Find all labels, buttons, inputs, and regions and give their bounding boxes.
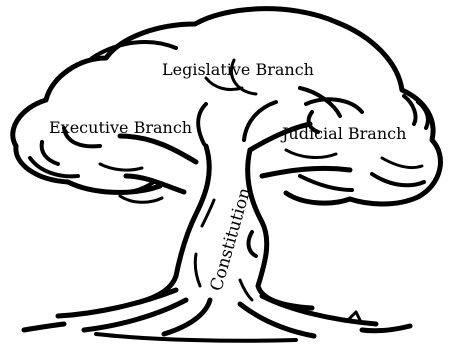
canopy-detail-5	[304, 97, 364, 114]
branch-left-inner	[196, 102, 208, 146]
branches	[114, 100, 354, 195]
canopy-detail-7	[402, 94, 418, 126]
canopy-detail-13	[380, 156, 424, 170]
canopy-detail-9	[62, 126, 102, 149]
canopy-detail-2	[230, 58, 258, 96]
canopy-detail-1	[90, 40, 178, 60]
trunk-texture-3	[238, 278, 254, 302]
trunk-texture-2	[193, 252, 202, 288]
branch-left-upper	[117, 133, 199, 165]
canopy-detail-14	[370, 172, 426, 188]
canopy-detail-12	[118, 194, 164, 204]
canopy-detail-10	[39, 140, 60, 166]
judicial-branch-label: Judicial Branch	[280, 124, 406, 143]
canopy-detail-15	[284, 148, 338, 159]
executive-branch-label: Executive Branch	[49, 118, 192, 137]
root-far-left	[21, 321, 67, 333]
ground-line	[94, 332, 298, 343]
branch-right-small	[298, 174, 354, 192]
canopy-detail-8	[416, 100, 430, 130]
root-left-low	[81, 297, 189, 333]
branch-right-upper	[247, 121, 313, 153]
branch-left-small	[114, 180, 156, 195]
canopy-detail-11	[28, 156, 80, 179]
branch-right-inner	[242, 100, 278, 142]
root-left-long	[55, 287, 179, 319]
root-right-low	[237, 301, 317, 339]
roots	[21, 287, 413, 343]
branch-right-mid	[259, 165, 353, 179]
canopy	[10, 6, 443, 207]
canopy-detail-3	[204, 76, 244, 92]
trunk-texture-1	[200, 198, 216, 228]
ground-tuft-right	[346, 310, 362, 322]
root-center	[161, 297, 213, 337]
trunk-left-edge	[137, 143, 212, 305]
trunk-knot	[246, 230, 258, 258]
legislative-branch-label: Legislative Branch	[162, 60, 314, 79]
root-far-right	[359, 323, 413, 334]
canopy-detail-16	[98, 162, 144, 172]
root-right-long	[259, 293, 379, 327]
